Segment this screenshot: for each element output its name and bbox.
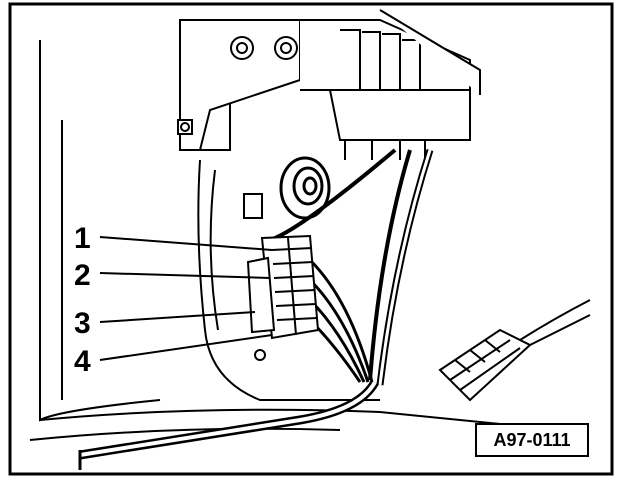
callout-3: 3: [74, 307, 91, 340]
body-panel-outline: [29, 40, 561, 441]
wiring-harness: [78, 148, 434, 470]
side-connector: [438, 299, 591, 402]
reference-box: [475, 423, 589, 457]
callout-1: 1: [74, 222, 91, 255]
leader-line-1: [99, 236, 273, 251]
callout-leaders: [99, 236, 273, 361]
leader-line-3: [99, 311, 256, 323]
leader-line-4: [99, 334, 273, 361]
reference-code: A97-0111: [493, 430, 570, 450]
fuse-holder: [177, 9, 481, 160]
callout-2: 2: [74, 259, 91, 292]
connector-block: [246, 234, 320, 361]
callout-4: 4: [74, 345, 91, 378]
harness-clip: [243, 193, 263, 219]
leader-line-2: [99, 272, 271, 279]
